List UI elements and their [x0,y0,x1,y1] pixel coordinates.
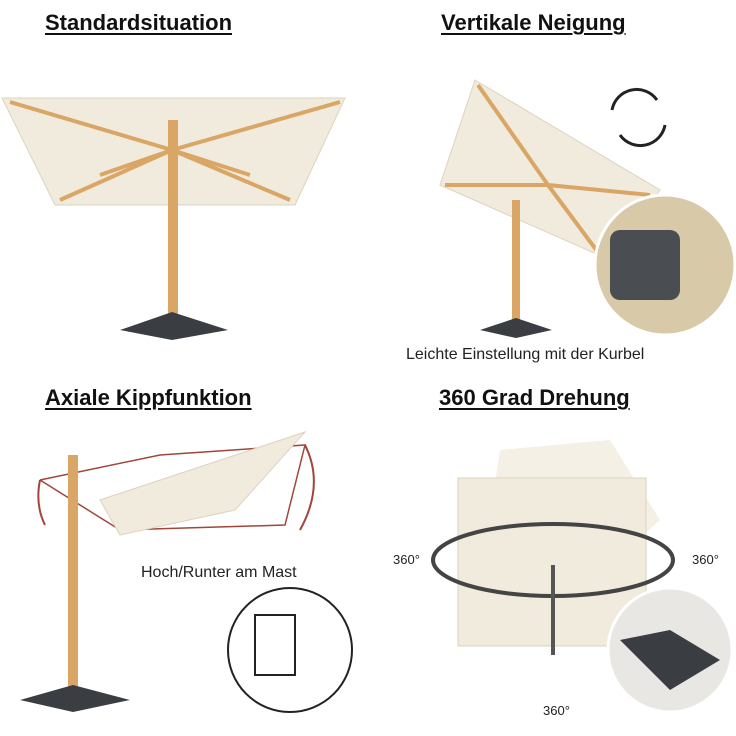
vertical-tilt-umbrella-image [439,79,736,338]
standard-umbrella-image [1,97,346,340]
axial-tilt-title: Axiale Kippfunktion [45,385,252,410]
standard-title: Standardsituation [45,10,233,35]
rotation-left-label: 360° [393,552,420,567]
axial-tilt-umbrella-image [20,430,353,713]
rotation-title: 360 Grad Drehung [439,385,630,410]
axial-tilt-caption: Hoch/Runter am Mast [141,564,297,581]
rotation-bottom-label: 360° [543,703,570,718]
vertical-tilt-title: Vertikale Neigung [441,10,626,35]
rotate-arrows-icon [610,87,659,111]
rotation-umbrella-image [431,440,734,714]
rotation-right-label: 360° [692,552,719,567]
vertical-tilt-caption: Leichte Einstellung mit der Kurbel [406,346,645,363]
